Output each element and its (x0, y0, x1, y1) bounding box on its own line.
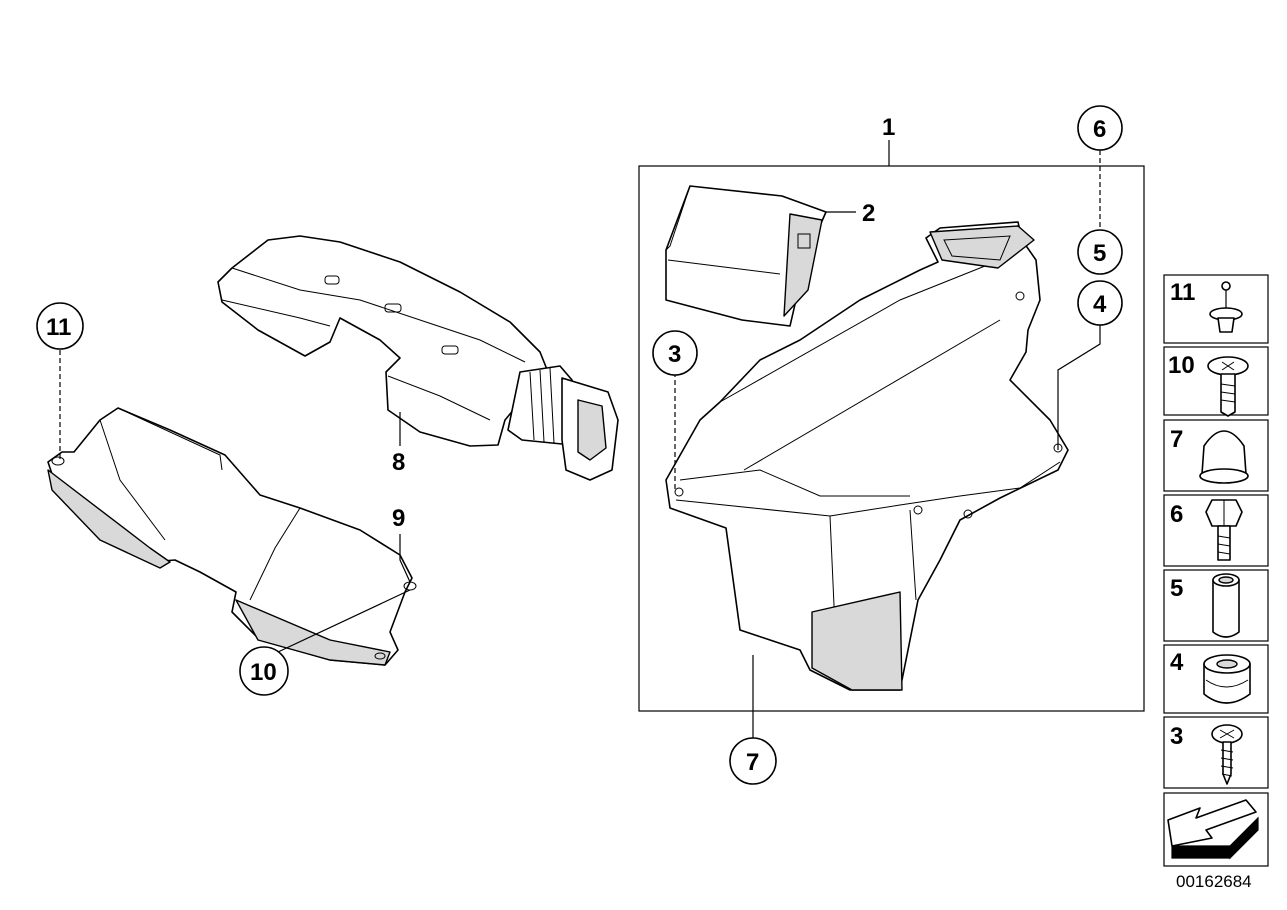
svg-text:11: 11 (46, 314, 71, 341)
legend-label-7: 7 (1170, 426, 1183, 453)
callout-7: 7 (729, 737, 777, 785)
svg-text:6: 6 (1093, 116, 1106, 143)
callout-11: 11 (36, 302, 84, 350)
legend-label-10: 10 (1168, 352, 1195, 379)
legend-label-3: 3 (1170, 723, 1183, 750)
parts-legend: 11 10 7 6 5 4 3 (1163, 274, 1269, 867)
washer-screw-icon (1207, 356, 1249, 417)
air-duct-upper (217, 235, 619, 481)
svg-text:10: 10 (250, 659, 277, 686)
callout-3: 3 (652, 330, 698, 376)
svg-text:4: 4 (1093, 291, 1107, 318)
callout-9: 9 (392, 505, 405, 532)
expansion-rivet-icon (1209, 281, 1243, 333)
callout-4: 4 (1077, 280, 1123, 326)
tapping-screw-icon (1211, 724, 1243, 785)
legend-label-11: 11 (1170, 279, 1195, 306)
callout-10: 10 (239, 646, 289, 696)
callout-8: 8 (392, 449, 405, 476)
legend-label-6: 6 (1170, 501, 1183, 528)
rubber-mount-icon (1203, 654, 1251, 704)
svg-text:3: 3 (668, 341, 681, 368)
callout-1: 1 (882, 114, 895, 141)
hex-bolt-icon (1205, 499, 1243, 561)
callout-6: 6 (1077, 105, 1123, 151)
legend-label-5: 5 (1170, 575, 1183, 602)
document-number: 00162684 (1176, 872, 1252, 891)
legend-label-4: 4 (1170, 649, 1184, 676)
filter-element (665, 185, 827, 327)
air-intake-lower (47, 407, 417, 666)
svg-text:7: 7 (746, 749, 759, 776)
callout-5: 5 (1077, 229, 1123, 275)
svg-text:5: 5 (1093, 240, 1106, 267)
sleeve-icon (1212, 573, 1240, 638)
assembly-frame (638, 165, 1145, 712)
air-filter-housing (665, 221, 1069, 691)
callout-2: 2 (862, 200, 875, 227)
direction-arrow-icon (1167, 799, 1259, 860)
rubber-cap-icon (1199, 430, 1249, 484)
